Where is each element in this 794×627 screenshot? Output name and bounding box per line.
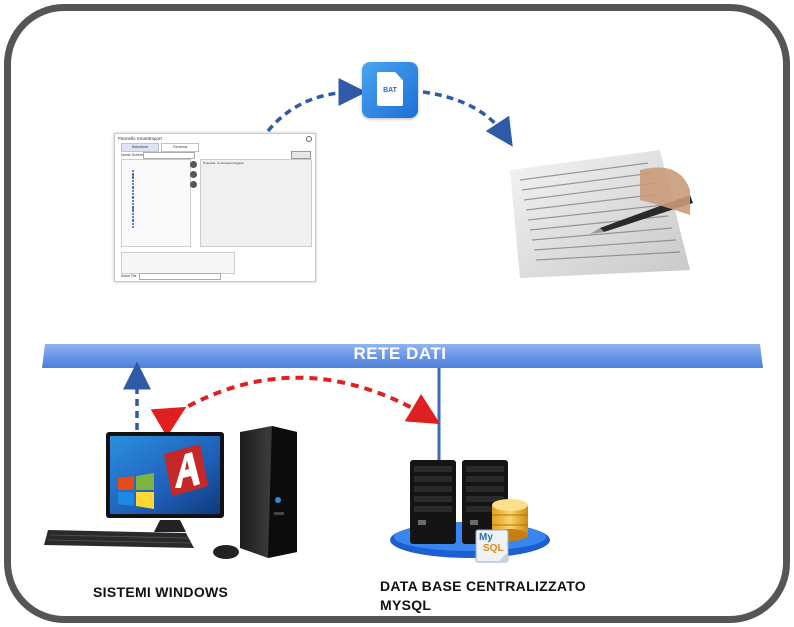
mysql-badge-my: My [479,532,493,543]
filename-label: Nome File [121,274,137,278]
windows-computer [44,426,297,559]
bat-label: BAT [383,87,397,94]
tab-schema: Schema [161,143,199,152]
network-label: RETE DATI [353,344,447,363]
network-bar [42,344,763,368]
smartexport-panel-screenshot: Pannello SmartExport Selezione Schema No… [114,133,316,282]
pc-db-sync-arrow [150,375,441,437]
settings-icon [190,181,197,188]
schema-field-label: Nome Schema [121,153,145,157]
database-caption-line2: MYSQL [380,597,432,613]
schema-button [291,151,311,159]
close-icon [306,136,312,142]
windows-caption: SISTEMI WINDOWS [93,584,229,600]
properties-panel: Proprietà Connessioni Oggetti [200,159,312,247]
printed-report-image [510,150,693,278]
mysql-badge-sql: SQL [483,543,504,554]
export-to-bat-arrow [266,78,367,133]
schema-tree [121,159,191,247]
database-caption-line1: DATA BASE CENTRALIZZATO [380,578,586,594]
add-icon [190,161,197,168]
panel-tab-connections: Connessioni [217,161,234,165]
schema-name-input [143,152,195,159]
destination-box [121,252,235,274]
panel-tab-objects: Oggetti [234,161,244,165]
remove-icon [190,171,197,178]
mysql-database-icon [475,499,528,563]
windows-logo-icon [118,473,154,509]
tab-selezione: Selezione [121,143,159,152]
mysql-badge: My SQL [479,532,509,554]
bat-to-report-arrow [422,90,513,147]
filename-input [139,273,221,280]
smartexport-title: Pannello SmartExport [118,136,162,141]
red-app-logo-icon [164,444,208,496]
bat-file-icon: BAT [362,62,418,118]
panel-tab-properties: Proprietà [203,161,216,165]
